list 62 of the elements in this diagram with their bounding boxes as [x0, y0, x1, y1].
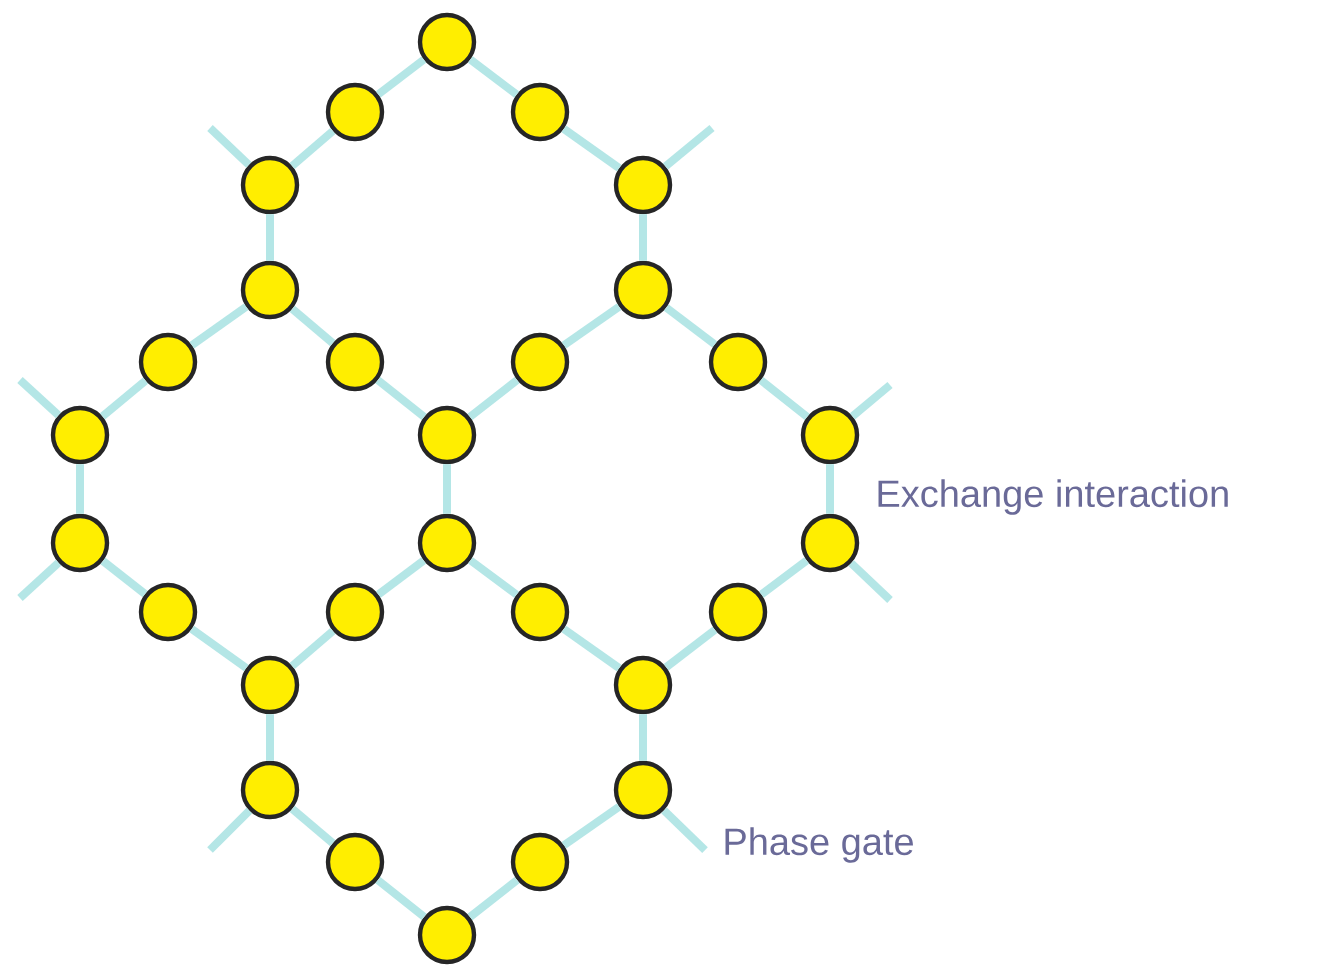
link-line	[375, 377, 427, 420]
label-text: Phase gate	[725, 827, 913, 863]
qubit-circle	[417, 12, 477, 72]
link-line	[289, 305, 336, 347]
link-line	[561, 803, 622, 849]
qubit-circle	[417, 905, 477, 965]
link-line	[663, 304, 718, 348]
link-line	[189, 303, 249, 349]
qubit-circle	[510, 82, 570, 142]
link-line	[289, 128, 336, 169]
link-line	[468, 557, 519, 598]
link-line	[17, 559, 62, 601]
qubit-circle	[510, 832, 570, 892]
link-line	[467, 376, 520, 421]
link-line	[662, 124, 715, 170]
qubit-circle	[613, 760, 673, 820]
qubit-circle	[50, 513, 110, 573]
link-line	[207, 125, 252, 168]
link-line	[17, 377, 62, 419]
qubit-circle	[613, 155, 673, 215]
qubit-circle	[325, 82, 385, 142]
label-text: Exchange interaction	[878, 479, 1228, 515]
qubit-circle	[325, 332, 385, 392]
link-line	[189, 625, 249, 672]
link-line	[848, 560, 893, 603]
link-line	[561, 125, 622, 172]
qubit-circle	[240, 655, 300, 715]
link-line	[99, 377, 149, 420]
link-line	[663, 626, 718, 671]
link-line	[849, 381, 893, 420]
qubit-circle	[325, 582, 385, 642]
qubit-circle	[240, 760, 300, 820]
link-line	[467, 56, 520, 98]
qubit-circle	[138, 582, 198, 642]
link-line	[289, 805, 336, 847]
link-line	[758, 377, 810, 420]
qubit-circle	[138, 332, 198, 392]
link-line	[561, 625, 622, 672]
link-line	[375, 56, 427, 98]
qubit-circle	[417, 513, 477, 573]
qubit-circle	[240, 260, 300, 320]
qubit-circle	[613, 655, 673, 715]
link-line	[375, 877, 427, 920]
qubit-circle	[510, 582, 570, 642]
link-line	[561, 303, 622, 349]
qubit-circle	[708, 582, 768, 642]
qubit-circle	[510, 332, 570, 392]
link-line	[375, 557, 427, 598]
link-line	[661, 807, 708, 853]
link-line	[467, 876, 520, 921]
link-line	[100, 557, 148, 598]
link-line	[207, 807, 253, 853]
link-line	[289, 628, 336, 669]
qubit-circle	[613, 260, 673, 320]
qubit-circle	[800, 405, 860, 465]
qubit-circle	[708, 332, 768, 392]
qubit-circle	[50, 405, 110, 465]
qubit-circle	[325, 832, 385, 892]
qubit-circle	[240, 155, 300, 215]
link-line	[758, 557, 810, 598]
qubit-circle	[417, 405, 477, 465]
qubit-circle	[800, 513, 860, 573]
